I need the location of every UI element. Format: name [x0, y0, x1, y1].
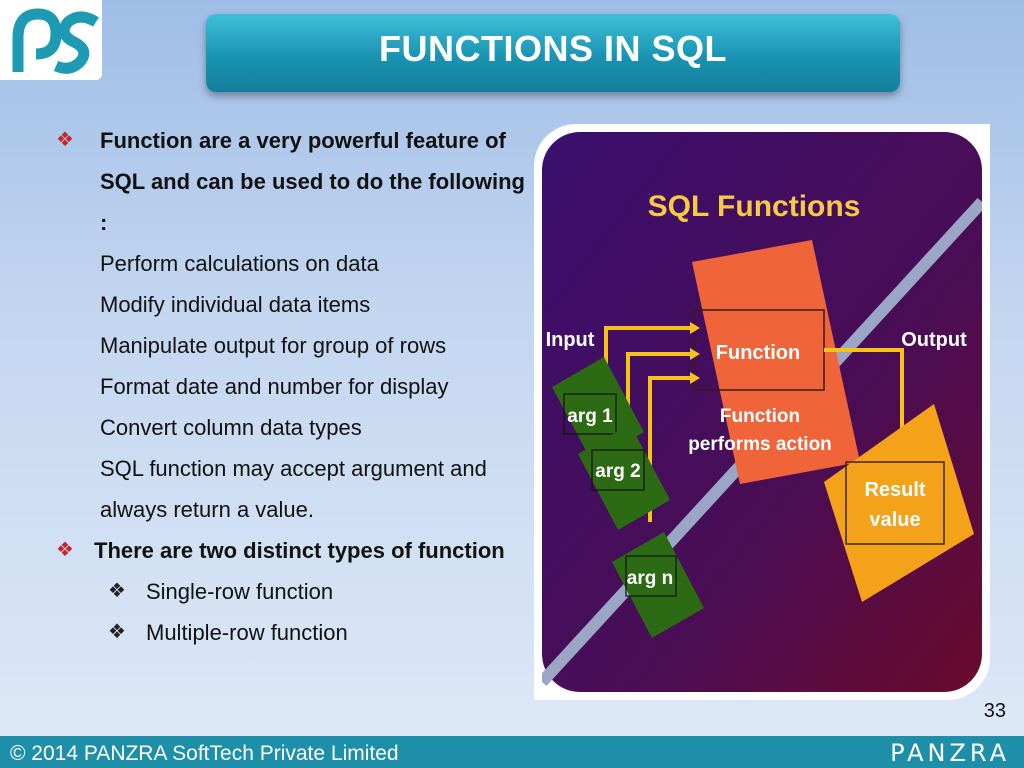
arg2-box — [591, 449, 645, 491]
list-item: Modify individual data items — [100, 292, 371, 317]
argn-box — [625, 555, 677, 597]
result-box — [845, 461, 945, 545]
arg1-box — [563, 393, 617, 435]
slide-title: FUNCTIONS IN SQL — [379, 28, 727, 69]
argn-shape — [612, 532, 704, 638]
page-number: 33 — [983, 700, 1006, 722]
brand-logo-text: PANZRA — [890, 739, 1010, 767]
function-label: Function — [716, 342, 800, 364]
arg2-label: arg 2 — [595, 461, 640, 482]
copyright-text: © 2014 PANZRA SoftTech Private Limited — [10, 742, 399, 765]
diagram-title: SQL Functions — [648, 190, 861, 223]
result-label-line1: Result — [864, 479, 925, 501]
slide-content: ❖ Function are a very powerful feature o… — [56, 120, 534, 653]
company-logo — [0, 0, 102, 80]
arg1-label: arg 1 — [567, 406, 613, 427]
sub-item-text: Single-row function — [146, 579, 334, 604]
sub-item-text: Multiple-row function — [146, 620, 348, 645]
input-label: Input — [546, 329, 595, 351]
action-label-line2: performs action — [688, 434, 832, 455]
diagram-frame: SQL Functions Function Function performs… — [534, 124, 990, 700]
list-item: Manipulate output for group of rows — [100, 333, 447, 358]
list-item: Format date and number for display — [100, 374, 449, 399]
bullet-text: There are two distinct types of function — [94, 538, 505, 563]
bullet-text: Function are a very powerful feature of … — [100, 128, 525, 235]
title-banner: FUNCTIONS IN SQL — [206, 14, 900, 92]
bullet-item: ❖ There are two distinct types of functi… — [56, 530, 534, 571]
footer-bar: © 2014 PANZRA SoftTech Private Limited P… — [0, 736, 1024, 768]
function-shape — [692, 240, 860, 484]
diamond-bullet-icon: ❖ — [56, 539, 74, 561]
diamond-bullet-icon: ❖ — [108, 621, 126, 643]
result-label-line2: value — [869, 509, 920, 531]
list-item: SQL function may accept argument and alw… — [100, 456, 487, 522]
diamond-bullet-icon: ❖ — [108, 580, 126, 602]
list-item: Perform calculations on data — [100, 251, 379, 276]
sub-item: ❖ Multiple-row function — [56, 612, 534, 653]
diamond-bullet-icon: ❖ — [56, 129, 74, 151]
argn-label: arg n — [627, 568, 673, 589]
result-shape — [824, 404, 974, 602]
sub-item: ❖ Single-row function — [56, 571, 534, 612]
list-item: Convert column data types — [100, 415, 362, 440]
output-label: Output — [901, 329, 967, 351]
bullet-item: ❖ Function are a very powerful feature o… — [56, 120, 534, 243]
action-label-line1: Function — [720, 406, 800, 427]
sql-functions-diagram: SQL Functions Function Function performs… — [542, 132, 982, 692]
